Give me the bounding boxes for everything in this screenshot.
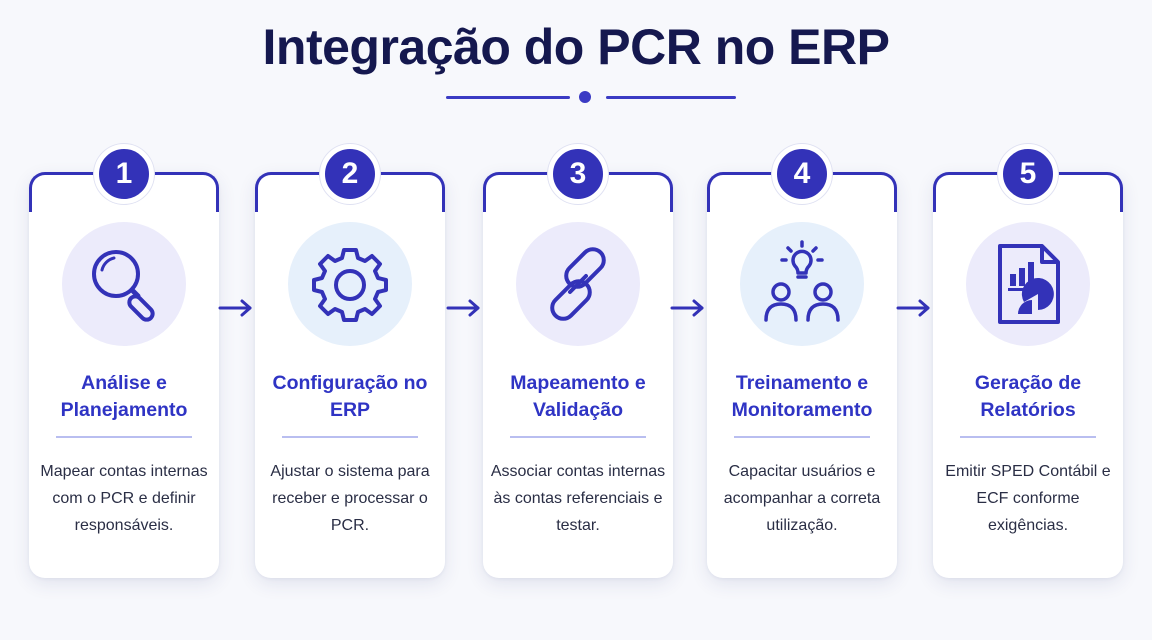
chain-link-icon (550, 247, 606, 321)
arrow-right-icon (218, 299, 252, 317)
divider (510, 436, 646, 438)
step-number-badge: 2 (320, 144, 380, 204)
step-number-badge: 3 (548, 144, 608, 204)
report-chart-icon (998, 244, 1060, 324)
step-description: Emitir SPED Contábil e ECF conforme exig… (945, 463, 1111, 534)
step-card-3: 3 Mapeamento e Validação Associar contas… (483, 144, 673, 578)
title-decoration (446, 90, 736, 104)
step-number-badge: 1 (94, 144, 154, 204)
step-card-1: 1 Análise e Planejamento Mapear contas i… (29, 144, 219, 578)
step-description: Associar contas internas às contas refer… (490, 463, 666, 534)
divider (56, 436, 192, 438)
step-title: Mapeamento e Validação (510, 372, 646, 421)
divider (282, 436, 418, 438)
team-lightbulb-icon (764, 240, 840, 322)
arrow-right-icon (670, 299, 704, 317)
step-title: Configuração no ERP (272, 372, 428, 421)
divider (960, 436, 1096, 438)
gear-icon (312, 248, 388, 322)
page-title: Integração do PCR no ERP (262, 19, 890, 75)
step-card-4: 4 Treinamento e Monitoramento Capacitar … (707, 144, 897, 578)
arrow-right-icon (896, 299, 930, 317)
divider (734, 436, 870, 438)
step-title: Treinamento e Monitoramento (731, 372, 873, 421)
step-title: Geração de Relatórios (974, 372, 1082, 421)
step-description: Ajustar o sistema para receber e process… (270, 463, 430, 534)
step-card-2: 2 Configuração no ERP Ajustar o sistema … (255, 144, 445, 578)
step-description: Mapear contas internas com o PCR e defin… (40, 463, 208, 534)
step-number-badge: 5 (998, 144, 1058, 204)
magnifier-icon (92, 250, 155, 322)
step-card-5: 5 Geração de Relatórios Emitir SPED Cont… (933, 144, 1123, 578)
step-number-badge: 4 (772, 144, 832, 204)
step-title: Análise e Planejamento (60, 372, 188, 421)
arrow-right-icon (446, 299, 480, 317)
step-description: Capacitar usuários e acompanhar a corret… (723, 463, 881, 534)
